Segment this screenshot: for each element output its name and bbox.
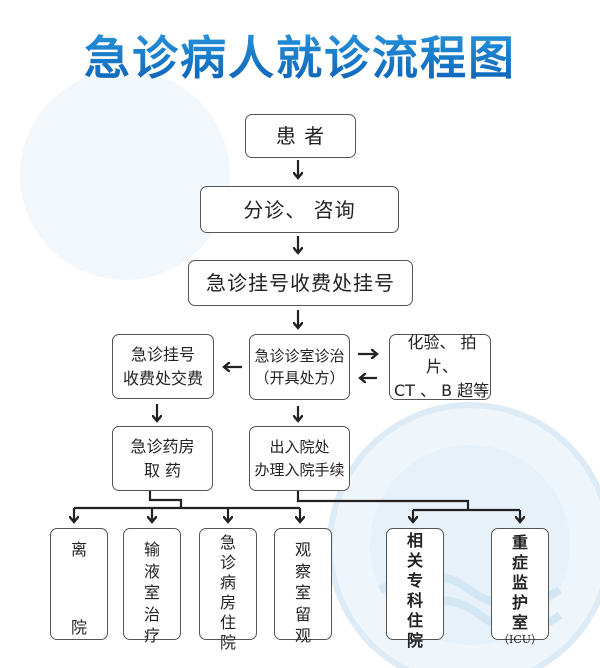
step-label: 收费处交费 [122, 368, 203, 388]
outcome-char: 院 [406, 631, 423, 650]
outcome-char: 院 [70, 618, 87, 638]
outcome-char: 急 [219, 533, 236, 552]
outcome-char: 诊 [219, 553, 236, 572]
step-label: 急诊药房 [130, 436, 195, 456]
outcome-char: 察 [294, 561, 311, 581]
outcome-char: 室 [511, 613, 528, 632]
outcome-char: 室 [143, 583, 160, 603]
step-label: 化验、 拍片、 [407, 333, 477, 376]
connector-line [296, 491, 470, 510]
outcome-icu: 重 症 监 护 室 （ICU） [491, 528, 549, 646]
outcome-char: 病 [219, 573, 236, 592]
outcome-char: 治 [143, 604, 160, 624]
step-label: 取 药 [143, 460, 182, 480]
outcome-char: 房 [219, 593, 236, 612]
outcome-char: 护 [511, 593, 528, 612]
outcome-char: 观 [294, 626, 311, 646]
outcome-char: 专 [406, 571, 423, 590]
outcome-specialty-admission: 相 关 专 科 住 院 [386, 528, 444, 650]
step-label: 患 者 [275, 124, 326, 148]
outcome-emergency-ward: 急 诊 病 房 住 院 [199, 528, 257, 652]
outcome-char: 住 [219, 613, 236, 632]
outcome-char: 科 [406, 591, 423, 610]
outcome-char: （ICU） [497, 633, 543, 646]
step-label: 急诊诊室诊治 [254, 346, 345, 365]
connector-line [148, 490, 183, 508]
page-title: 急诊病人就诊流程图 [0, 22, 600, 88]
outcome-char: 关 [406, 551, 423, 570]
outcome-char: 住 [406, 611, 423, 630]
step-registration: 急诊挂号收费处挂号 [188, 260, 413, 306]
step-label: 办理入院手续 [254, 460, 345, 479]
outcome-char: 重 [511, 533, 528, 552]
outcome-char: 症 [511, 553, 528, 572]
step-label: CT 、 B 超等 [394, 381, 490, 400]
step-label: 急诊挂号收费处挂号 [206, 271, 395, 295]
outcome-char: 离 [70, 540, 87, 559]
outcome-char: 输 [143, 540, 160, 559]
step-label: （开具处方） [254, 369, 345, 387]
step-triage: 分诊、 咨询 [200, 186, 399, 233]
step-admission: 出入院处 办理入院手续 [249, 426, 350, 491]
background-circle [20, 70, 230, 280]
outcome-char: 相 [406, 531, 423, 550]
outcome-char: 观 [294, 540, 311, 559]
outcome-discharge: 离 院 [50, 528, 108, 640]
outcome-char: 疗 [143, 626, 160, 646]
outcome-observation-room: 观 察 室 留 观 [274, 528, 332, 645]
outcome-char: 留 [294, 604, 311, 624]
outcome-char: 室 [294, 583, 311, 603]
step-payment: 急诊挂号 收费处交费 [112, 334, 214, 399]
step-exams: 化验、 拍片、 CT 、 B 超等 [389, 333, 491, 400]
step-consult: 急诊诊室诊治 （开具处方） [249, 334, 350, 400]
step-label: 分诊、 咨询 [243, 197, 356, 222]
step-pharmacy: 急诊药房 取 药 [112, 426, 213, 491]
step-label: 出入院处 [269, 438, 330, 456]
step-patient: 患 者 [245, 114, 356, 158]
outcome-char: 监 [511, 573, 528, 592]
outcome-char: 液 [143, 561, 160, 581]
outcome-infusion-room: 输 液 室 治 疗 [123, 528, 181, 645]
step-label: 急诊挂号 [130, 344, 195, 364]
outcome-char: 院 [219, 633, 236, 652]
